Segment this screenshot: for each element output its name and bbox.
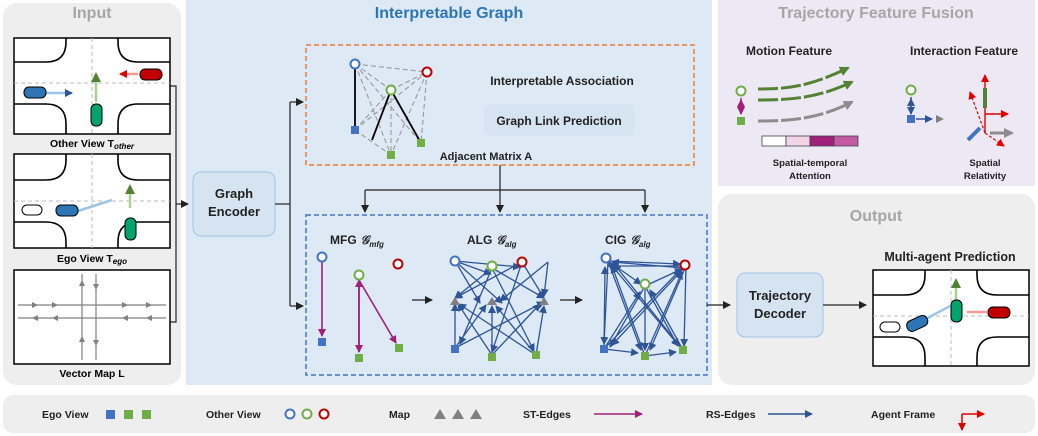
input-title: Input <box>72 5 112 22</box>
axis-arrows-icon <box>958 410 985 431</box>
ego-view-scene <box>13 153 171 249</box>
motion-feature-figure <box>735 66 859 147</box>
legend-map: Map <box>389 409 410 421</box>
graphs-box <box>305 214 708 376</box>
output-title: Output <box>850 208 903 225</box>
association-graph <box>349 58 433 159</box>
legend-st-edges: ST-Edges <box>523 409 571 421</box>
graph-title: Interpretable Graph <box>375 5 523 22</box>
graph-encoder-line2: Encoder <box>208 204 260 219</box>
interaction-feature-figure <box>905 74 1014 147</box>
link-prediction-box <box>484 104 634 136</box>
ego-view-label: Ego View Tego <box>57 253 127 266</box>
ring-icon <box>284 408 330 420</box>
vector-map-label: Vector Map L <box>59 368 125 380</box>
fusion-panel <box>718 0 1035 186</box>
legend-bar <box>3 395 1035 433</box>
vector-map-scene <box>13 269 171 365</box>
legend-ego-view: Ego View <box>42 409 89 421</box>
association-to-graphs-arrows <box>361 165 649 213</box>
graph-encoder-line1: Graph <box>215 186 253 201</box>
square-icon <box>106 410 151 419</box>
link-prediction-label: Graph Link Prediction <box>496 114 621 128</box>
other-view-label: Other View Tother <box>50 138 135 151</box>
trajectory-decoder-line1: Trajectory <box>749 288 812 303</box>
association-box <box>305 44 695 166</box>
encoder-fork-arrows <box>275 98 304 310</box>
interaction-feature-title: Interaction Feature <box>910 44 1018 58</box>
trajectory-decoder-line2: Decoder <box>754 306 806 321</box>
trajectory-decoder-box <box>736 272 824 338</box>
other-view-scene <box>13 37 171 135</box>
input-bracket <box>170 85 189 323</box>
cig-graph <box>600 252 691 360</box>
attention-line2: Attention <box>789 171 831 182</box>
adjacent-matrix-label: Adjacent Matrix A <box>440 151 533 163</box>
legend-rs-edges: RS-Edges <box>706 409 756 421</box>
attention-line1: Spatial-temporal <box>773 158 847 169</box>
relativity-line2: Relativity <box>964 171 1007 182</box>
alg-graph <box>449 255 549 361</box>
relativity-line1: Spatial <box>969 158 1000 169</box>
association-title: Interpretable Association <box>490 74 634 88</box>
motion-feature-title: Motion Feature <box>746 44 832 58</box>
prediction-scene <box>872 269 1030 367</box>
triangle-icon <box>434 409 482 419</box>
mfg-graph <box>316 251 404 362</box>
prediction-title: Multi-agent Prediction <box>884 250 1015 264</box>
legend-other-view: Other View <box>206 409 261 421</box>
legend-agent-frame: Agent Frame <box>871 409 935 421</box>
fusion-title: Trajectory Feature Fusion <box>778 5 974 22</box>
